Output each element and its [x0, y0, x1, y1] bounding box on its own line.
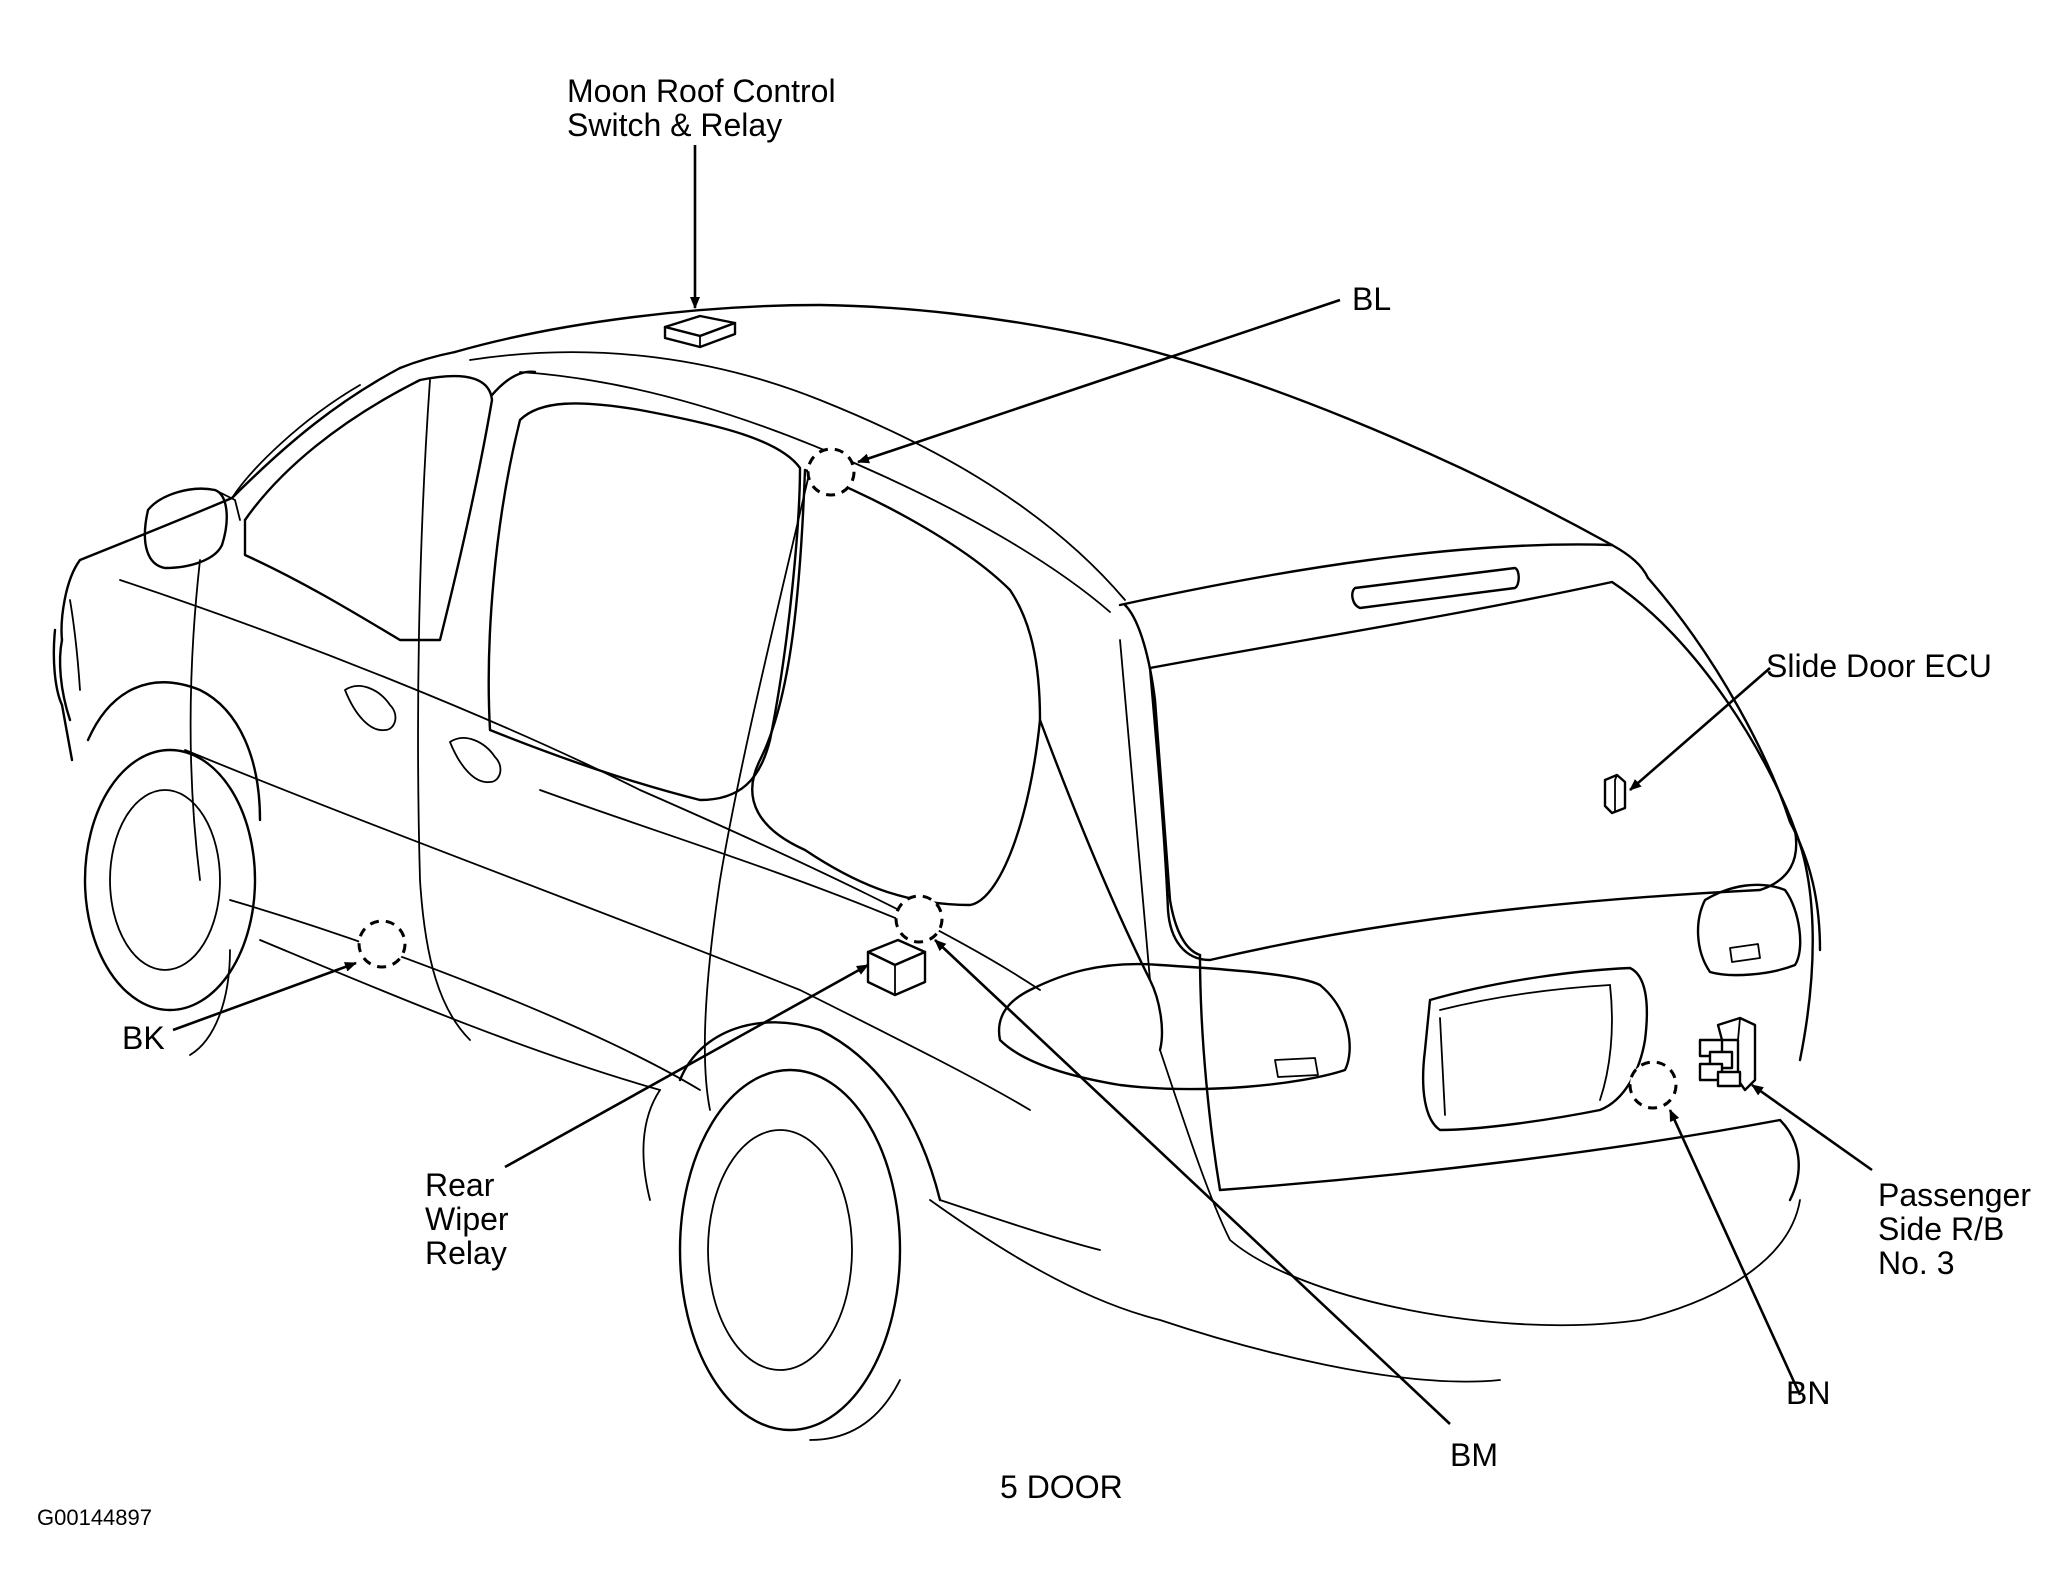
rear-wiper-label-line-1: Rear [425, 1167, 495, 1203]
bm-label: BM [1450, 1437, 1498, 1473]
rear-wiper-label-line-2: Wiper [425, 1201, 509, 1237]
diagram-caption: 5 DOOR [1000, 1469, 1123, 1505]
passenger-rb-label-line-3: No. 3 [1878, 1245, 1955, 1281]
passenger-rb-leader-arrow [1751, 1083, 1873, 1172]
moon-roof-label-line-1: Moon Roof Control [567, 73, 836, 109]
figure-id: G00144897 [37, 1505, 152, 1530]
moon-roof-relay-component [663, 314, 737, 349]
slide-door-ecu-leader-arrow [1629, 667, 1771, 791]
passenger-side-rb-component [1698, 1016, 1757, 1092]
passenger-rb-label-line-2: Side R/B [1878, 1211, 2005, 1247]
moon-roof-label: Moon Roof Control Switch & Relay [567, 74, 836, 142]
passenger-rb-label-line-1: Passenger [1878, 1177, 2031, 1213]
bk-label: BK [122, 1020, 165, 1056]
rear-wiper-relay-label: Rear Wiper Relay [425, 1168, 509, 1270]
connector-bm-circle [894, 894, 944, 944]
moon-roof-label-line-2: Switch & Relay [567, 107, 783, 143]
connector-bn-circle [1628, 1060, 1678, 1110]
slide-door-ecu-label: Slide Door ECU [1766, 648, 1992, 684]
bm-leader-arrow [934, 939, 1451, 1425]
connector-bk-circle [357, 919, 407, 969]
bn-label: BN [1786, 1375, 1831, 1411]
bn-leader-arrow [1668, 1109, 1802, 1396]
rear-wiper-relay-component [866, 938, 927, 997]
bk-leader-arrow [172, 961, 357, 1032]
passenger-side-rb-label: Passenger Side R/B No. 3 [1878, 1178, 2031, 1280]
slide-door-ecu-component [1603, 773, 1627, 815]
bl-label: BL [1352, 281, 1392, 317]
bl-leader-arrow [857, 298, 1341, 464]
van-outline [52, 303, 1822, 1441]
connector-bl-circle [806, 447, 856, 497]
rear-wiper-label-line-3: Relay [425, 1235, 507, 1271]
rear-wiper-leader-arrow [504, 963, 869, 1169]
